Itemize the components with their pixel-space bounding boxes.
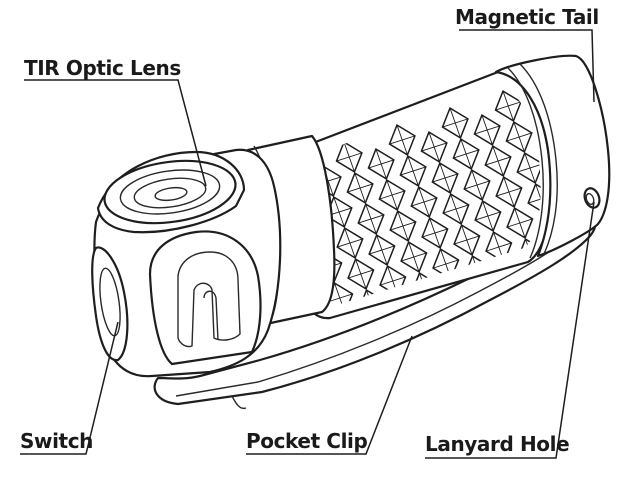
knurl-ridge xyxy=(375,148,387,180)
leader-lanyard xyxy=(425,201,595,459)
knurl-ridge xyxy=(492,145,504,177)
leader-lines xyxy=(20,29,595,459)
knurl-ridge xyxy=(482,200,494,232)
knurl-ridge xyxy=(366,290,378,305)
knurl-ridge xyxy=(429,217,441,249)
knurl-ridge xyxy=(397,210,409,242)
knurl-ridge xyxy=(502,90,514,121)
knurl-ridge xyxy=(449,107,461,138)
knurl-ridge xyxy=(354,172,366,204)
knurl-ridge xyxy=(334,283,346,305)
magnetic-tail-cap xyxy=(494,54,611,259)
label-magnetic-tail: Magnetic Tail xyxy=(455,5,599,29)
knurl-ridge xyxy=(407,155,419,187)
knurl-ridge xyxy=(471,169,483,201)
knurl-ridge xyxy=(503,176,515,208)
leader-switch xyxy=(20,321,119,455)
knurl-ridge xyxy=(528,194,541,204)
tir-optic-lens xyxy=(96,150,246,234)
knurl-ridge xyxy=(355,258,367,290)
knurl-ridge xyxy=(461,224,473,256)
knurl-ridge xyxy=(439,162,451,194)
knurl-ridge xyxy=(333,196,345,228)
knurl-ridge xyxy=(514,207,526,239)
knurl-ridge xyxy=(450,193,462,225)
knurl-ridge xyxy=(418,186,430,218)
leader-magnetic xyxy=(459,29,595,103)
knurl-ridge xyxy=(460,138,472,170)
knurl-ridge xyxy=(408,241,420,273)
leader-clip xyxy=(246,335,413,455)
knurl-ridge xyxy=(396,124,408,155)
knurl-ridge xyxy=(428,131,440,163)
knurl-ridge xyxy=(481,114,493,146)
label-pocket-clip: Pocket Clip xyxy=(246,429,368,453)
label-lanyard-hole: Lanyard Hole xyxy=(425,432,570,456)
knurl-ridge xyxy=(344,227,356,259)
label-switch: Switch xyxy=(20,429,93,453)
knurl-ridge xyxy=(386,179,398,211)
leader-tir xyxy=(24,79,207,187)
knurl-ridge xyxy=(524,152,536,184)
knurl-ridge xyxy=(343,141,355,172)
knurl-ridge xyxy=(365,203,377,235)
label-tir-optic-lens: TIR Optic Lens xyxy=(24,56,181,80)
knurl-ridge xyxy=(535,183,541,215)
knurl-ridge xyxy=(376,234,388,266)
knurl-ridge xyxy=(513,121,525,153)
